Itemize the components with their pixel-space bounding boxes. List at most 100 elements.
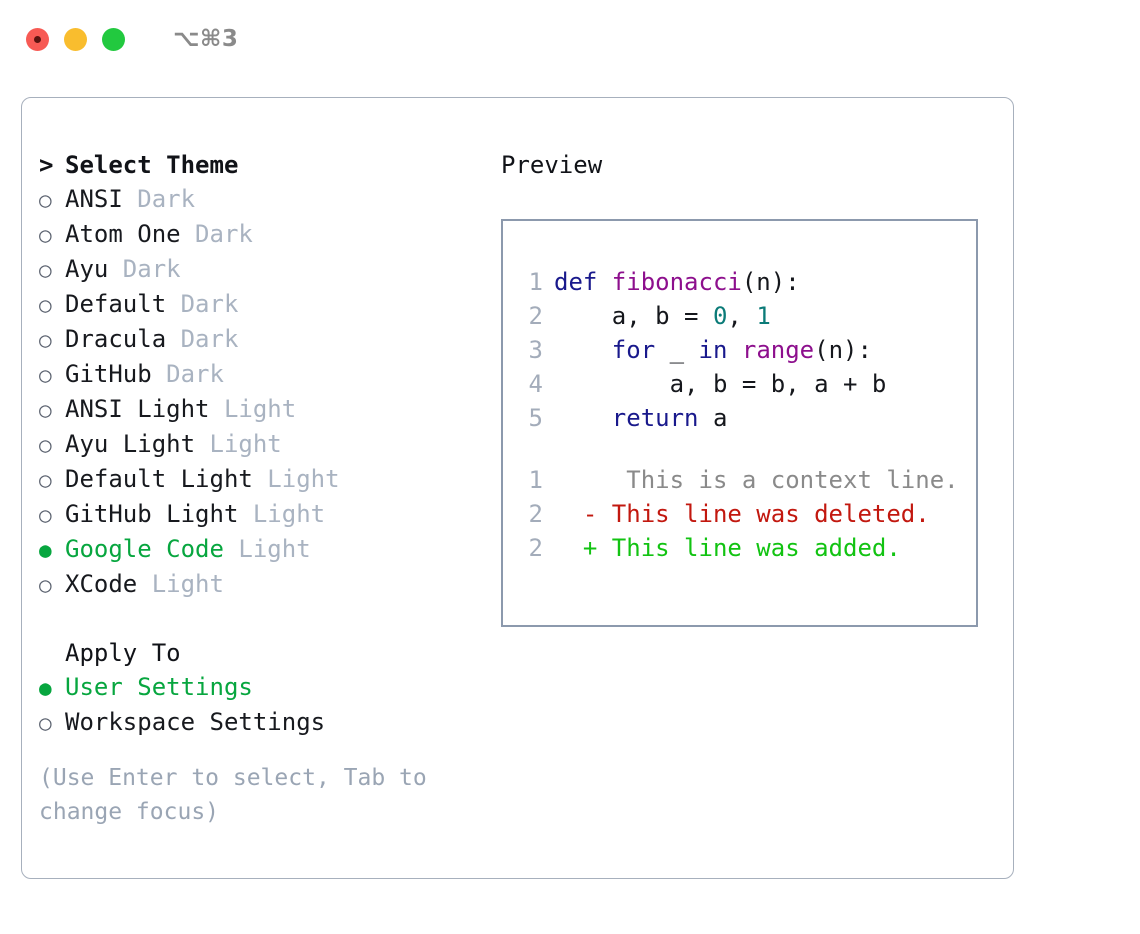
diff-text-ctx: This is a context line.: [597, 466, 959, 494]
code-line-2: 3 for _ in range(n):: [503, 333, 976, 367]
diff-line-0: 1 This is a context line.: [503, 463, 976, 497]
theme-option-7[interactable]: ○ Ayu Light Light: [39, 427, 479, 462]
diff-text-add: This line was added.: [597, 534, 901, 562]
theme-option-11[interactable]: ○ XCode Light: [39, 567, 479, 602]
theme-option-variant: Light: [209, 395, 297, 423]
radio-unselected-icon: ○: [39, 711, 52, 735]
radio-selected-icon: ●: [39, 676, 52, 700]
theme-option-label: ANSI Light: [65, 395, 210, 423]
diff-marker-del: -: [554, 500, 598, 528]
section-spacer: [39, 602, 479, 636]
theme-option-label: ANSI: [65, 185, 123, 213]
theme-option-label: XCode: [65, 570, 138, 598]
diff-sample: 1 This is a context line.2 - This line w…: [503, 463, 976, 565]
diff-line-1: 2 - This line was deleted.: [503, 497, 976, 531]
theme-option-8[interactable]: ○ Default Light Light: [39, 462, 479, 497]
radio-unselected-icon: ○: [39, 503, 52, 527]
radio-unselected-icon: ○: [39, 573, 52, 597]
focus-caret-icon: >: [39, 151, 54, 179]
preview-heading: Preview: [501, 151, 603, 179]
code-token-plain: [554, 333, 612, 367]
code-token-punct: (n):: [741, 268, 800, 296]
apply-to-option-label: User Settings: [65, 673, 253, 701]
theme-option-label: Atom One: [65, 220, 181, 248]
apply-to-option-label: Workspace Settings: [65, 708, 326, 736]
code-token-kw: in: [698, 336, 728, 364]
code-token-plain: a: [698, 404, 728, 432]
apply-to-option-1[interactable]: ○ Workspace Settings: [39, 705, 479, 740]
code-token-plain: ,: [727, 302, 757, 330]
maximize-window-button[interactable]: [102, 27, 125, 51]
code-line-4: 5 return a: [503, 401, 976, 435]
theme-option-label: Default: [65, 290, 167, 318]
theme-option-label: Google Code: [65, 535, 224, 563]
code-diff-gap: [503, 435, 976, 463]
close-window-button[interactable]: [26, 27, 49, 51]
code-line-number: 5: [528, 404, 543, 432]
theme-option-6[interactable]: ○ANSI Light Light: [39, 392, 479, 427]
theme-option-label: Ayu: [65, 255, 109, 283]
keyboard-hint-text: (Use Enter to select, Tab to change focu…: [39, 765, 441, 825]
theme-option-9[interactable]: ○ GitHub Light Light: [39, 497, 479, 532]
left-column: >Select Theme ○ANSI Dark○Atom One Dark○A…: [39, 148, 479, 740]
theme-option-10[interactable]: ● Google Code Light: [39, 532, 479, 567]
code-line-number: 4: [528, 370, 543, 398]
theme-option-variant: Light: [137, 570, 224, 598]
theme-option-0[interactable]: ○ANSI Dark: [39, 182, 479, 217]
code-token-fn: fibonacci: [611, 268, 742, 296]
code-line-number: 2: [528, 302, 543, 330]
apply-to-option-0[interactable]: ● User Settings: [39, 670, 479, 705]
diff-marker-add: +: [554, 534, 598, 562]
theme-option-label: GitHub Light: [65, 500, 239, 528]
theme-option-variant: Light: [238, 500, 326, 528]
window-controls: [26, 27, 125, 51]
minimize-window-button[interactable]: [64, 27, 87, 51]
code-token-num: 1: [756, 302, 771, 330]
theme-option-5[interactable]: ○GitHub Dark: [39, 357, 479, 392]
code-token-kw: def: [554, 268, 612, 296]
code-token-plain: _: [655, 336, 699, 364]
radio-unselected-icon: ○: [39, 433, 52, 457]
diff-text-del: This line was deleted.: [597, 500, 930, 528]
theme-option-variant: Light: [195, 430, 282, 458]
apply-to-caret-icon: [39, 636, 65, 670]
diff-line-number: 2: [528, 534, 543, 562]
code-token-plain: a, b =: [554, 302, 713, 330]
radio-unselected-icon: ○: [39, 223, 52, 247]
main-panel: >Select Theme ○ANSI Dark○Atom One Dark○A…: [21, 97, 1014, 879]
theme-option-variant: Dark: [166, 290, 239, 318]
code-line-3: 4 a, b = b, a + b: [503, 367, 976, 401]
apply-to-option-list: ● User Settings ○ Workspace Settings: [39, 670, 479, 740]
code-token-kw: for: [611, 336, 656, 364]
code-line-number: 1: [528, 268, 543, 296]
code-token-kw: return: [611, 404, 699, 432]
diff-marker-ctx: [554, 463, 597, 497]
theme-option-variant: Light: [252, 465, 340, 493]
theme-option-3[interactable]: ○Default Dark: [39, 287, 479, 322]
theme-option-label: Dracula: [65, 325, 167, 353]
theme-option-variant: Dark: [122, 185, 196, 213]
theme-option-2[interactable]: ○ Ayu Dark: [39, 252, 479, 287]
code-token-plain: [554, 401, 612, 435]
apply-to-title: Apply To: [65, 639, 181, 667]
theme-option-1[interactable]: ○Atom One Dark: [39, 217, 479, 252]
code-token-fn: range: [741, 336, 815, 364]
theme-option-variant: Dark: [108, 255, 181, 283]
theme-option-label: Ayu Light: [65, 430, 196, 458]
code-line-0: 1 def fibonacci(n):: [503, 265, 976, 299]
theme-option-label: Default Light: [65, 465, 253, 493]
theme-option-label: GitHub: [65, 360, 152, 388]
code-token-plain: a, b = b, a + b: [554, 370, 887, 398]
radio-selected-icon: ●: [39, 538, 52, 562]
code-line-1: 2 a, b = 0, 1: [503, 299, 976, 333]
diff-line-number: 2: [528, 500, 543, 528]
code-token-plain: [727, 333, 741, 367]
radio-unselected-icon: ○: [39, 468, 52, 492]
theme-option-4[interactable]: ○Dracula Dark: [39, 322, 479, 357]
theme-option-variant: Light: [223, 535, 311, 563]
title-bar: ⌥⌘3: [0, 0, 1140, 78]
radio-unselected-icon: ○: [39, 258, 52, 282]
